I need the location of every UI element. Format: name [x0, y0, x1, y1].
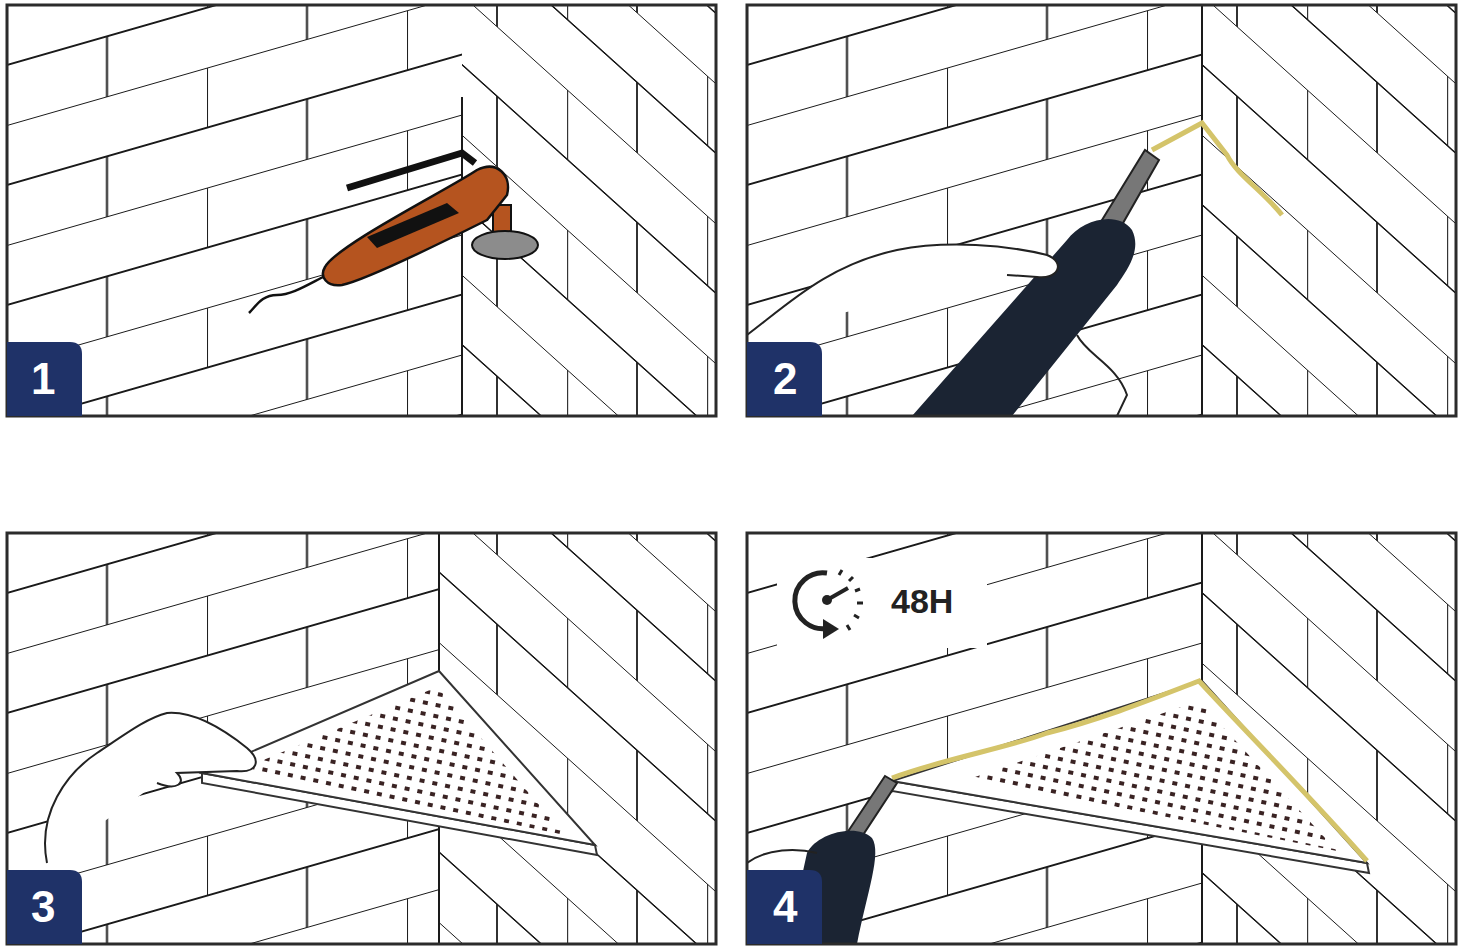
- step-panel: [7, 5, 716, 416]
- multi-tool: [249, 153, 538, 313]
- caulk-gun: [747, 123, 1282, 416]
- step-badge: [747, 342, 822, 416]
- step-badge: [747, 870, 822, 944]
- step-number: 2: [773, 357, 797, 401]
- step-badge: [7, 870, 82, 944]
- clock-icon: [795, 570, 863, 639]
- hand: [45, 713, 256, 863]
- corner-shelf: [202, 671, 597, 855]
- caulk-gun: [747, 776, 897, 944]
- duration-label: 48H: [891, 584, 953, 618]
- step-panel: [747, 5, 1456, 416]
- step-number: 4: [773, 885, 797, 929]
- step-number: 1: [31, 357, 55, 401]
- corner-shelf: [892, 681, 1369, 873]
- step-number: 3: [31, 885, 55, 929]
- step-badge: [7, 342, 82, 416]
- step-panel: [747, 533, 1456, 944]
- step-panel: [7, 533, 716, 944]
